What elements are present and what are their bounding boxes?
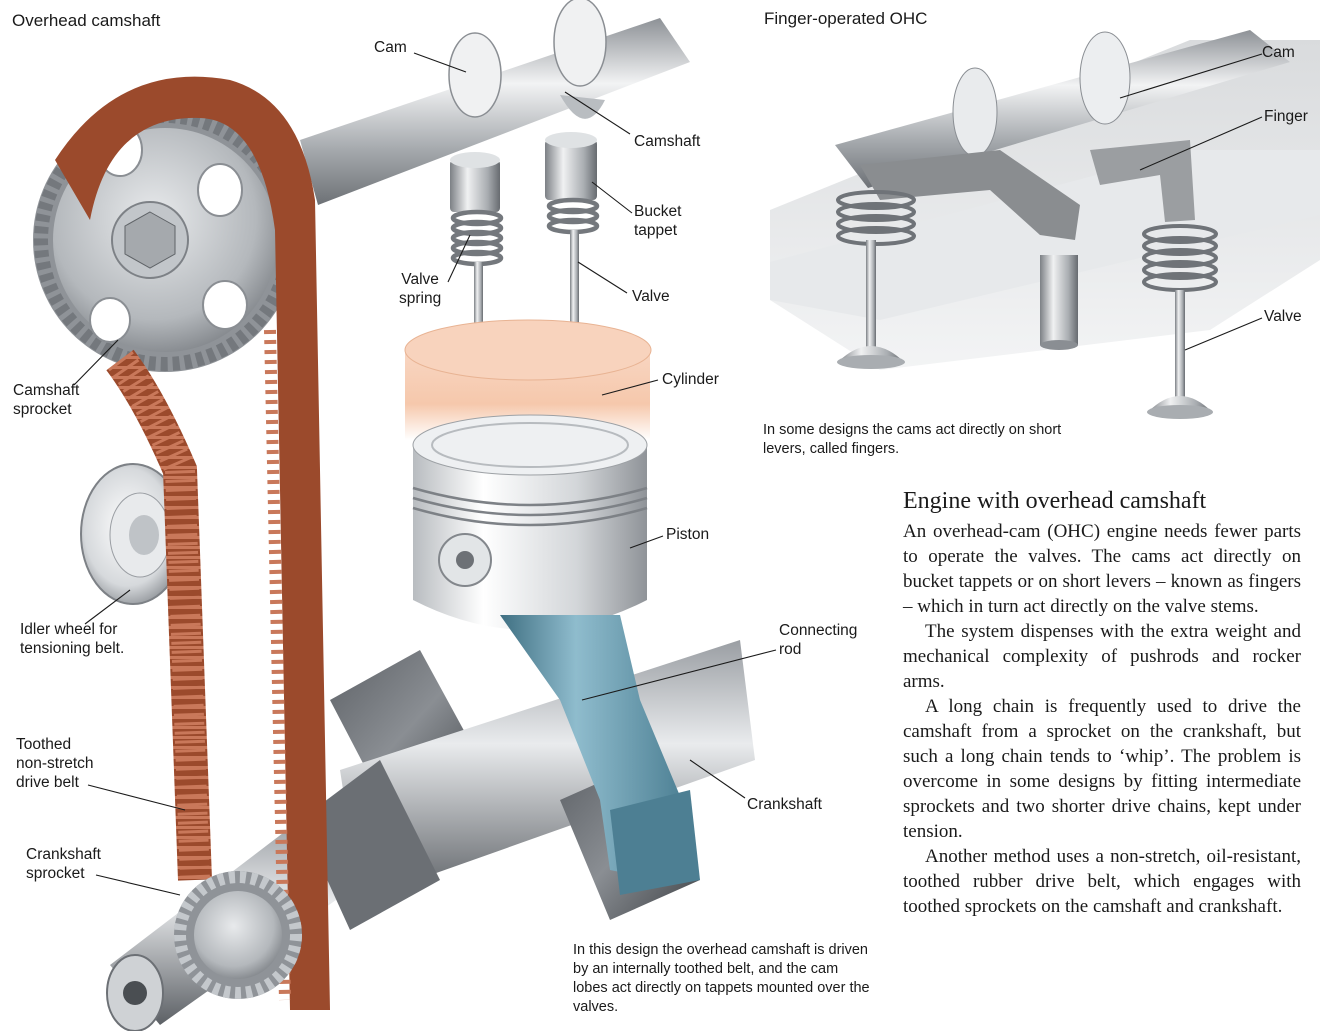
label-camshaft: Camshaft (634, 133, 701, 150)
article: Engine with overhead camshaft An overhea… (903, 487, 1301, 919)
camshaft-drawing (300, 0, 690, 205)
label-drive-belt: Toothed non-stretch drive belt (16, 736, 94, 791)
title-finger-operated-ohc: Finger-operated OHC (764, 9, 928, 28)
label-valve-spring: Valve spring (399, 271, 442, 307)
finger-ohc-illustration (770, 30, 1320, 419)
crankshaft-sprocket-drawing (174, 871, 302, 999)
article-paragraph: The system dispenses with the extra weig… (903, 621, 1301, 692)
label-finger: Finger (1264, 108, 1308, 125)
label-cylinder: Cylinder (662, 371, 719, 388)
caption-finger: In some designs the cams act directly on… (763, 422, 1062, 457)
label-crankshaft-sprocket: Crankshaft sprocket (26, 846, 101, 882)
connecting-rod-drawing (500, 615, 700, 895)
title-overhead-camshaft: Overhead camshaft (12, 11, 161, 30)
label-idler-wheel: Idler wheel for tensioning belt. (20, 621, 125, 657)
cylinder-drawing (404, 319, 652, 440)
caption-overhead: In this design the overhead camshaft is … (573, 942, 870, 1015)
label-connecting-rod: Connecting rod (779, 622, 858, 658)
article-paragraph: Another method uses a non-stretch, oil-r… (903, 846, 1301, 917)
article-paragraph: A long chain is frequently used to drive… (903, 696, 1301, 842)
idler-wheel-drawing (80, 463, 186, 605)
drive-belt-drawing (55, 76, 330, 1010)
leader-lines (73, 52, 1263, 896)
article-paragraph: An overhead-cam (OHC) engine needs fewer… (903, 521, 1301, 617)
label-finger-cam: Cam (1262, 44, 1295, 61)
label-finger-valve: Valve (1264, 308, 1302, 325)
label-piston: Piston (666, 526, 710, 543)
article-heading: Engine with overhead camshaft (903, 488, 1207, 514)
label-crankshaft: Crankshaft (747, 796, 822, 813)
label-camshaft-sprocket: Camshaft sprocket (13, 382, 80, 418)
label-cam: Cam (374, 39, 407, 56)
label-bucket-tappet: Bucket tappet (634, 203, 682, 239)
piston-drawing (412, 414, 648, 630)
label-valve: Valve (632, 288, 670, 305)
